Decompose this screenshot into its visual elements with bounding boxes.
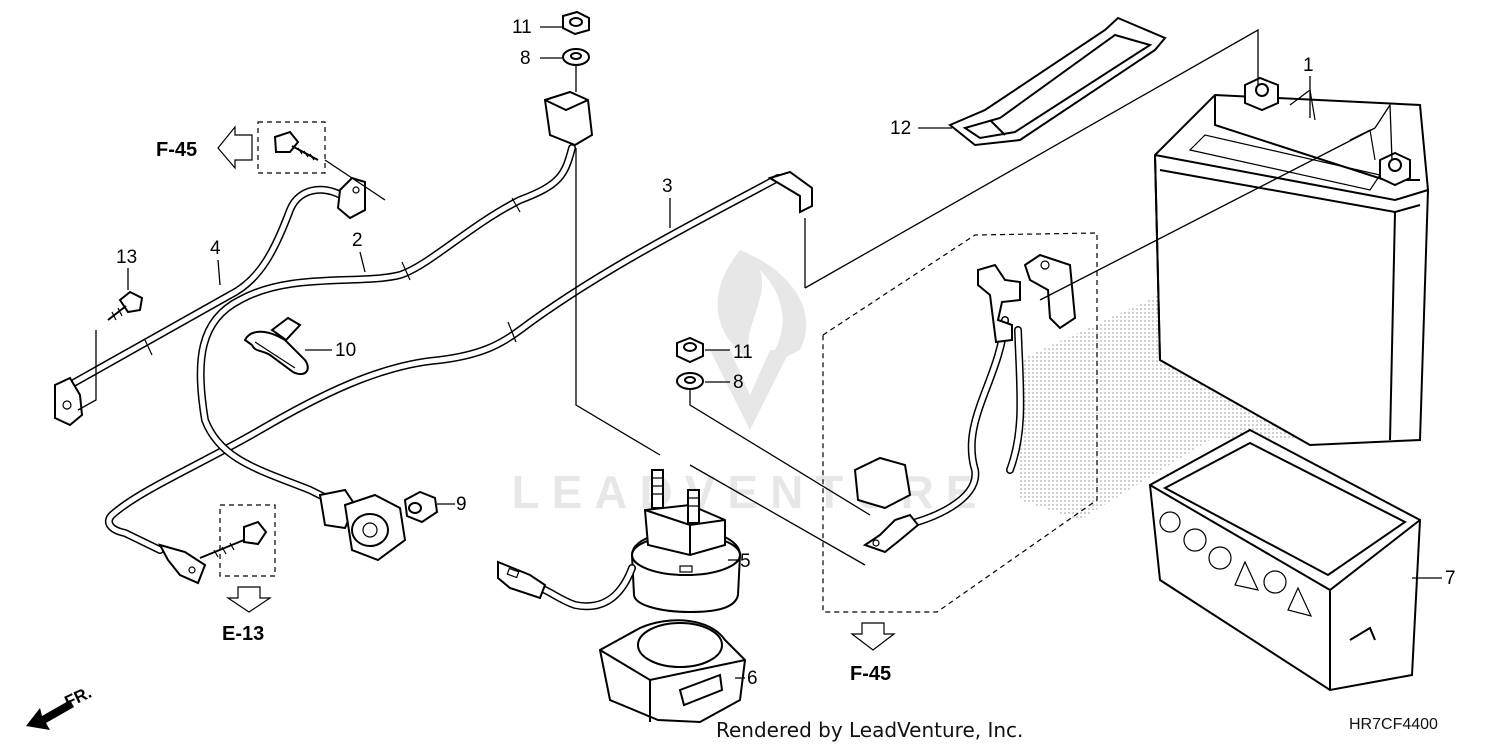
rendered-by-text: Rendered by LeadVenture, Inc.	[716, 718, 1024, 742]
bolt-13[interactable]	[107, 290, 144, 321]
dashed-box-bottom-left	[219, 504, 276, 577]
callout-4: 4	[210, 238, 221, 259]
terminal-cap[interactable]	[1023, 253, 1077, 330]
callout-8-mid: 8	[733, 372, 744, 393]
callout-10: 10	[335, 340, 356, 361]
callout-13: 13	[116, 247, 137, 268]
washer-8-top[interactable]	[562, 48, 590, 66]
callout-8-top: 8	[520, 48, 531, 69]
callout-2: 2	[352, 230, 363, 251]
bolt-lower[interactable]	[199, 520, 268, 559]
callout-9: 9	[456, 494, 467, 515]
dashed-box-right	[822, 232, 1098, 613]
callout-11-mid: 11	[733, 342, 753, 363]
callout-6: 6	[747, 668, 758, 689]
ref-e13: E-13	[222, 623, 264, 645]
ref-arrow-e13[interactable]: E-13	[222, 586, 272, 645]
nut-11-mid[interactable]	[676, 336, 704, 364]
callout-5: 5	[740, 551, 751, 572]
battery-case[interactable]	[1148, 428, 1422, 692]
callout-3: 3	[662, 176, 673, 197]
cable-tie[interactable]	[243, 316, 309, 376]
nut-11-top[interactable]	[562, 10, 590, 36]
bolt-upper[interactable]	[273, 130, 319, 161]
ref-arrow-f45-top[interactable]: F-45	[156, 125, 253, 170]
watermark-text: LEADVENTURE	[511, 466, 988, 518]
callout-7: 7	[1445, 568, 1456, 589]
callout-12: 12	[890, 118, 911, 139]
diagram-code: HR7CF4400	[1349, 716, 1438, 733]
front-direction-indicator: FR.	[26, 683, 95, 730]
dashed-box-top-left	[257, 121, 326, 174]
callout-11-top: 11	[512, 17, 532, 38]
ref-f45-top: F-45	[156, 139, 197, 161]
callout-1: 1	[1303, 55, 1314, 76]
washer-8-mid[interactable]	[676, 372, 704, 390]
nut-9[interactable]	[403, 490, 439, 524]
ref-f45-bottom: F-45	[850, 663, 891, 685]
ref-arrow-f45-bottom[interactable]: F-45	[850, 622, 896, 685]
battery-band[interactable]	[948, 16, 1167, 147]
starter-relay[interactable]	[497, 469, 742, 614]
battery[interactable]	[1153, 76, 1430, 447]
relay-cover[interactable]	[598, 619, 747, 724]
